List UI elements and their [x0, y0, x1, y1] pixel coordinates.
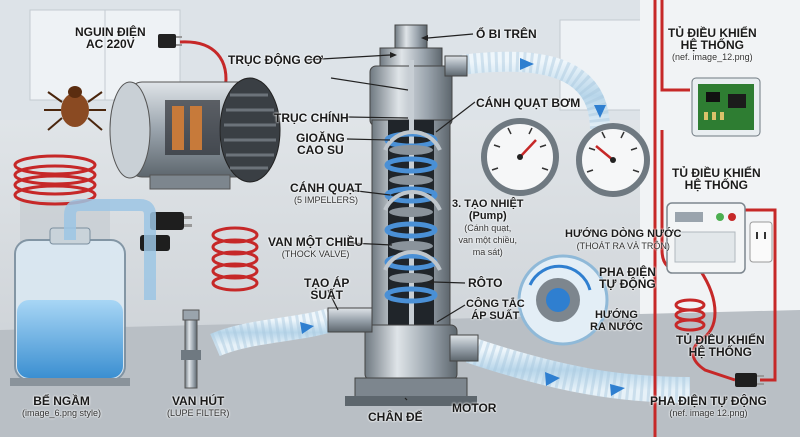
label-suction-valve-title: VAN HÚT	[171, 394, 225, 408]
label-flow-direction: HƯỚNG DÒNG NƯỚC (THOÁT RA VÀ TRỘN)	[565, 228, 681, 252]
label-control-top: TỦ ĐIỀU KHIỂN HỆ THỐNG (nef. image_12.pn…	[668, 27, 757, 63]
label-heat-sub3: ma sát)	[472, 247, 503, 257]
label-check-valve-sub: (THOCK VALVE)	[281, 249, 350, 259]
label-heat-sub1: (Cánh quạt,	[464, 223, 512, 233]
label-impellers: CÁNH QUẠT (5 IMPELLERS)	[290, 182, 362, 206]
pressure-gauge-left	[481, 118, 559, 196]
label-rubber-seal-line1: GIOĂNG	[296, 131, 345, 145]
label-suction-valve-sub: (LUPE FILTER)	[167, 408, 230, 418]
label-base: CHÂN ĐẾ	[368, 410, 423, 424]
suction-valve	[181, 309, 201, 389]
label-pressure-switch: CÔNG TẮC ÁP SUẤT	[466, 298, 525, 322]
label-control-mid-line2: HỆ THỐNG	[684, 178, 748, 192]
label-suction-valve: VAN HÚT (LUPE FILTER)	[167, 395, 229, 419]
label-phase-bottom: PHA ĐIỆN TỰ ĐỘNG (nef. image 12.png)	[650, 395, 767, 419]
label-control-low: TỦ ĐIỀU KHIỂN HỆ THỐNG	[676, 334, 765, 358]
label-control-top-line2: HỆ THỐNG	[680, 38, 744, 52]
label-rotor: RÔTO	[468, 276, 503, 290]
pump-column	[327, 24, 479, 406]
label-control-top-sub: (nef. image_12.png)	[672, 52, 753, 62]
label-power-input: NGUIN ĐIỆN AC 220V	[75, 26, 146, 50]
label-rubber-seal: GIOĂNG CAO SU	[296, 132, 345, 156]
label-check-valve: VAN MỘT CHIỀU (THOCK VALVE)	[268, 236, 363, 260]
label-impellers-title: CÁNH QUẠT	[290, 181, 362, 195]
label-motor: MOTOR	[452, 401, 497, 415]
label-check-valve-title: VAN MỘT CHIỀU	[268, 235, 364, 249]
label-phase-line2: TỰ ĐỘNG	[599, 277, 656, 291]
label-tank: BỂ NGẦM (image_6.png style)	[22, 395, 101, 419]
label-power-input-line1: NGUIN ĐIỆN	[75, 25, 146, 39]
label-main-shaft: TRỤC CHÍNH	[274, 111, 349, 125]
label-tank-title: BỂ NGẦM	[33, 394, 90, 408]
label-pump-impeller: CÁNH QUẠT BƠM	[476, 96, 581, 110]
storage-tank	[10, 227, 130, 386]
plug-bottom-right	[735, 373, 764, 387]
label-motor-shaft: TRỤC ĐỘNG CƠ	[228, 53, 323, 67]
wall-socket	[749, 221, 773, 263]
label-heat-sub2: van một chiều,	[458, 235, 518, 245]
label-phase: PHA ĐIỆN TỰ ĐỘNG	[599, 266, 656, 290]
label-heat-line2: (Pump)	[468, 210, 507, 222]
label-control-low-line2: HỆ THỐNG	[688, 345, 752, 359]
label-outlet-direction-line1: HƯỚNG	[594, 309, 638, 321]
control-box	[666, 202, 746, 274]
electric-motor	[109, 77, 281, 190]
label-impellers-sub: (5 IMPELLERS)	[293, 195, 359, 205]
pressure-gauge-right	[576, 123, 650, 197]
label-phase-bottom-sub: (nef. image 12.png)	[669, 408, 748, 418]
label-outlet-direction-line2: RA NƯỚC	[590, 321, 643, 333]
label-control-top-line1: TỦ ĐIỀU KHIỂN	[668, 26, 757, 40]
control-board	[691, 77, 761, 137]
label-pressure-switch-line2: ÁP SUẤT	[471, 310, 520, 322]
tick-icon	[44, 86, 106, 131]
label-outlet-direction: HƯỚNG RA NƯỚC	[590, 309, 643, 333]
label-pressure-make-line2: SUẤT	[310, 288, 343, 302]
label-phase-line1: PHA ĐIỆN	[599, 265, 656, 279]
label-heat-line1: 3. TẠO NHIỆT	[452, 198, 524, 210]
label-pressure-make-line1: TẠO ÁP	[304, 276, 350, 290]
label-heat: 3. TẠO NHIỆT (Pump) (Cánh quạt, van một …	[452, 198, 524, 258]
label-control-mid-line1: TỦ ĐIỀU KHIỂN	[672, 166, 761, 180]
label-phase-bottom-title: PHA ĐIỆN TỰ ĐỘNG	[650, 394, 767, 408]
label-bearing-top: Ổ BI TRÊN	[476, 27, 537, 41]
label-flow-direction-sub: (THOÁT RA VÀ TRỘN)	[576, 241, 670, 251]
label-tank-sub: (image_6.png style)	[22, 408, 102, 418]
flow-detail-circle	[517, 254, 609, 346]
label-pressure-make: TẠO ÁP SUẤT	[304, 277, 349, 301]
label-flow-direction-title: HƯỚNG DÒNG NƯỚC	[565, 228, 682, 240]
label-rubber-seal-line2: CAO SU	[297, 143, 344, 157]
label-control-mid: TỦ ĐIỀU KHIỂN HỆ THỐNG	[672, 167, 761, 191]
label-control-low-line1: TỦ ĐIỀU KHIỂN	[676, 333, 765, 347]
label-pressure-switch-line1: CÔNG TẮC	[466, 298, 525, 310]
label-power-input-line2: AC 220V	[85, 37, 135, 51]
